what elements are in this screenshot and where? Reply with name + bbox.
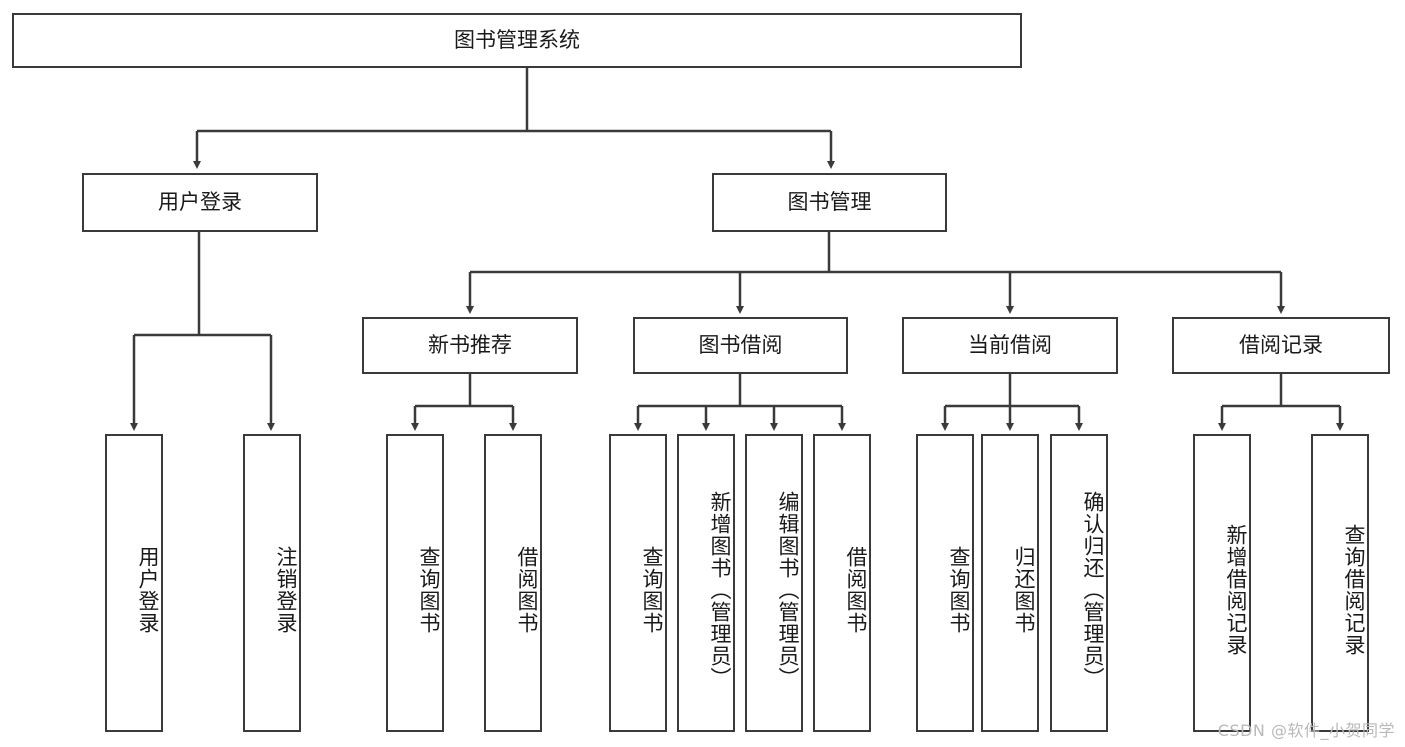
node-label: 用户登录: [136, 546, 160, 634]
leaf-edit-book-admin[interactable]: 编辑图书（管理员）: [745, 434, 803, 732]
node-root[interactable]: 图书管理系统: [12, 13, 1022, 68]
leaf-query-borrow-record[interactable]: 查询借阅记录: [1311, 434, 1369, 732]
node-label: 查询图书: [947, 546, 971, 634]
node-current-borrow[interactable]: 当前借阅: [902, 317, 1118, 374]
node-label: 新书推荐: [428, 332, 512, 357]
node-label: 确认归还（管理员）: [1081, 491, 1105, 689]
node-label: 注销登录: [274, 546, 298, 634]
leaf-query-book-borrow[interactable]: 查询图书: [609, 434, 667, 732]
leaf-query-book-current[interactable]: 查询图书: [916, 434, 974, 732]
node-label: 借阅图书: [515, 546, 539, 634]
node-label: 查询图书: [417, 546, 441, 634]
node-user-login[interactable]: 用户登录: [82, 173, 318, 232]
leaf-user-login[interactable]: 用户登录: [105, 434, 163, 732]
node-label: 借阅图书: [844, 546, 868, 634]
leaf-return-book[interactable]: 归还图书: [981, 434, 1039, 732]
node-new-book-recommend[interactable]: 新书推荐: [362, 317, 578, 374]
leaf-add-book-admin[interactable]: 新增图书（管理员）: [677, 434, 735, 732]
leaf-query-book-recommend[interactable]: 查询图书: [386, 434, 444, 732]
node-label: 查询借阅记录: [1342, 524, 1366, 656]
node-book-borrow[interactable]: 图书借阅: [633, 317, 848, 374]
node-label: 图书管理: [787, 189, 872, 214]
node-label: 新增图书（管理员）: [708, 491, 732, 689]
node-label: 当前借阅: [968, 332, 1052, 357]
leaf-borrow-book-recommend[interactable]: 借阅图书: [484, 434, 542, 732]
node-label: 图书管理系统: [454, 27, 580, 52]
leaf-add-borrow-record[interactable]: 新增借阅记录: [1193, 434, 1251, 732]
node-label: 编辑图书（管理员）: [776, 491, 800, 689]
node-label: 新增借阅记录: [1224, 524, 1248, 656]
node-label: 用户登录: [158, 189, 242, 214]
node-label: 归还图书: [1012, 546, 1036, 634]
node-label: 查询图书: [640, 546, 664, 634]
leaf-logout[interactable]: 注销登录: [243, 434, 301, 732]
leaf-confirm-return-admin[interactable]: 确认归还（管理员）: [1050, 434, 1108, 732]
node-label: 借阅记录: [1239, 332, 1323, 357]
node-borrow-records[interactable]: 借阅记录: [1172, 317, 1390, 374]
leaf-borrow-book[interactable]: 借阅图书: [813, 434, 871, 732]
node-label: 图书借阅: [698, 332, 783, 357]
node-book-management[interactable]: 图书管理: [712, 173, 947, 232]
